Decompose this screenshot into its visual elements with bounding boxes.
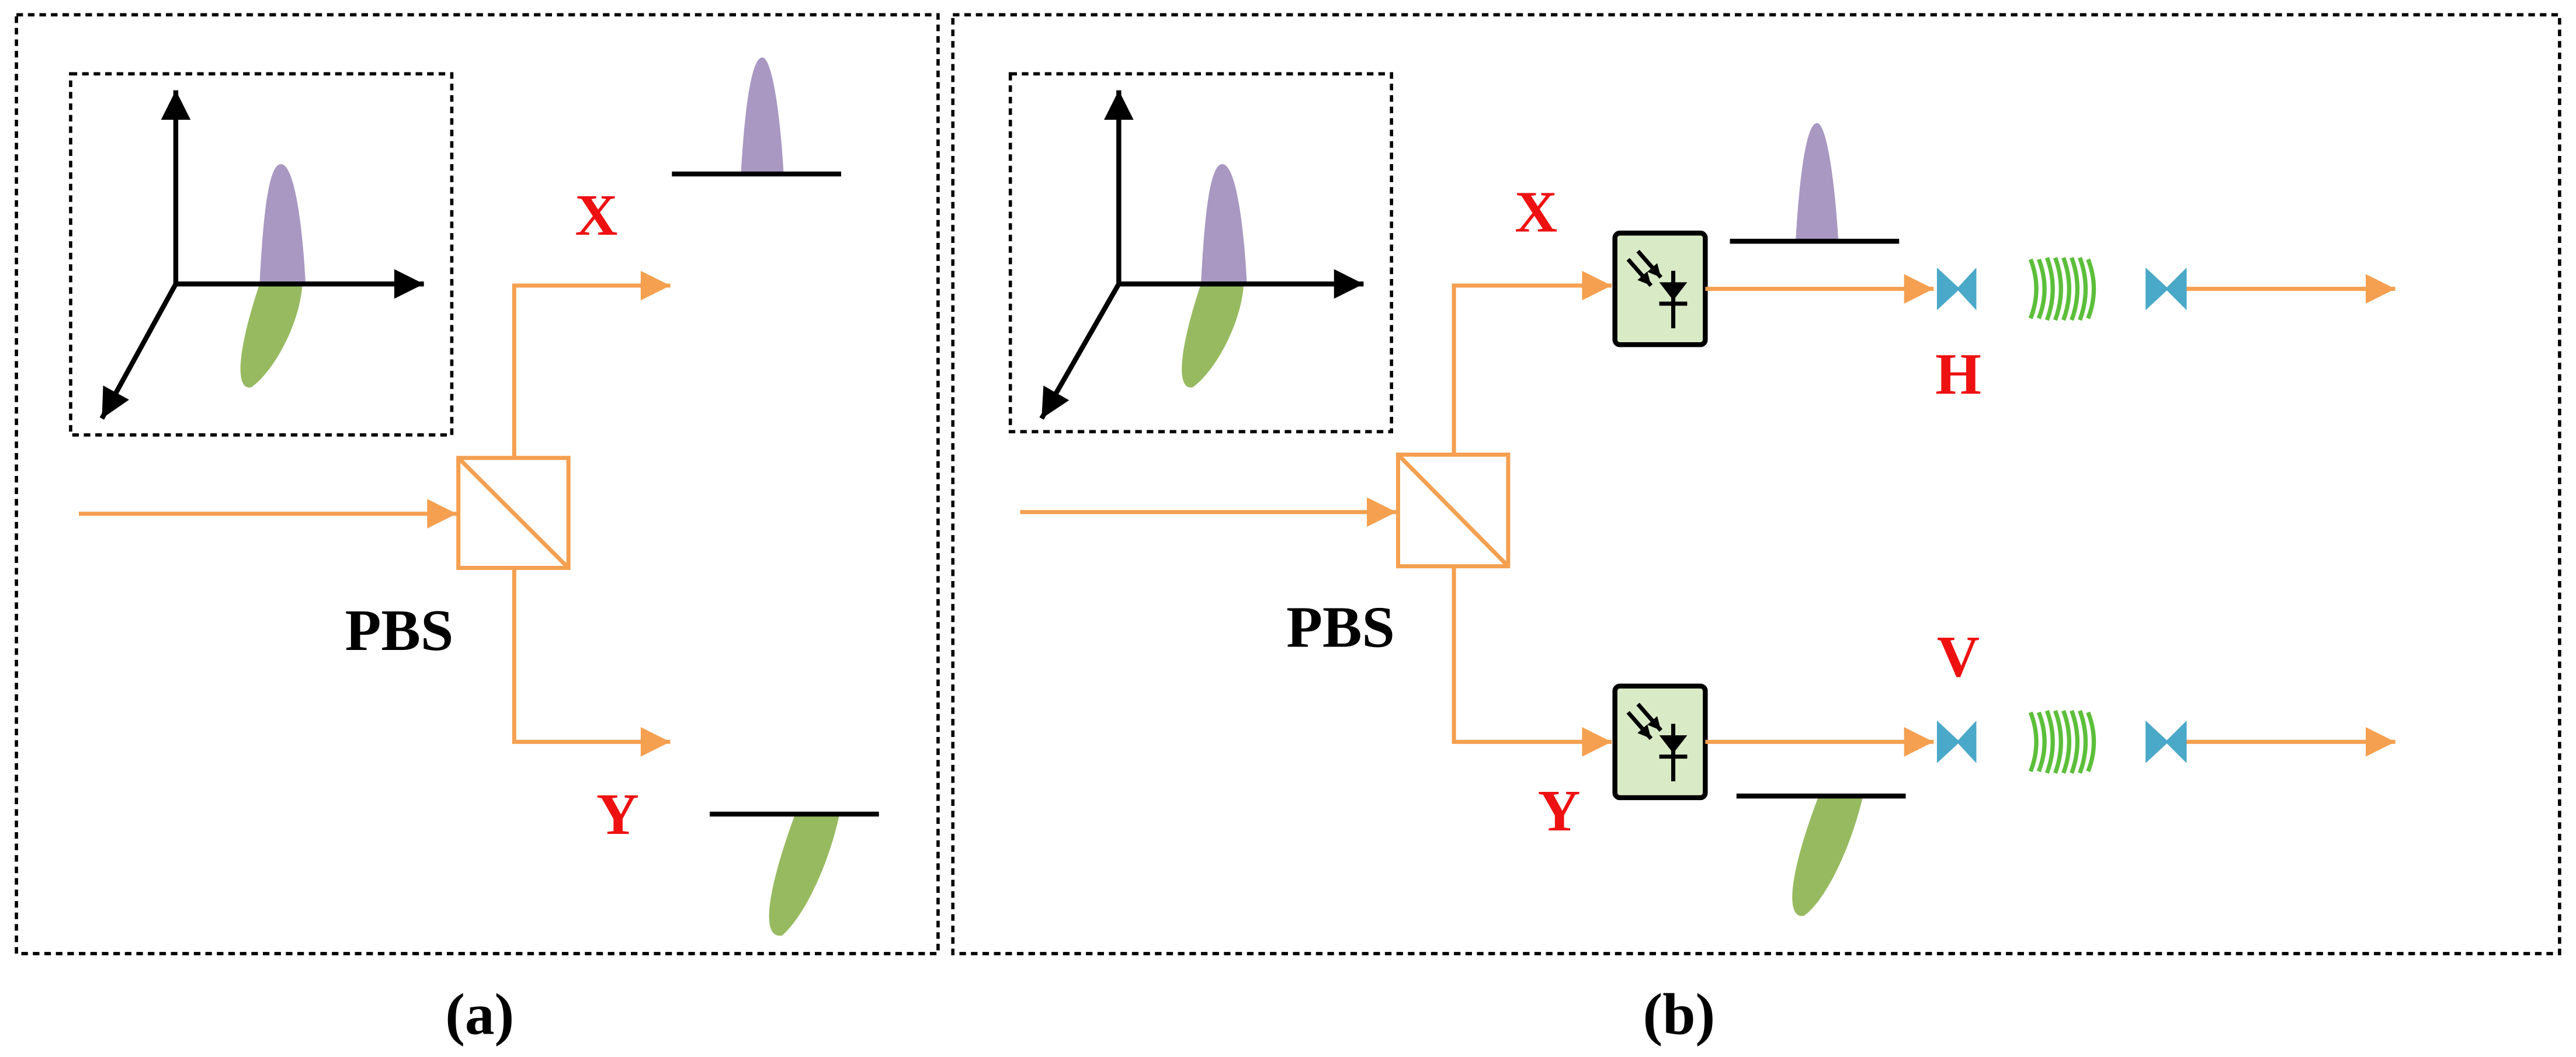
x-output-pulse: [741, 57, 784, 174]
panel-b: PBS X Y H V (b): [951, 13, 2561, 1047]
y-output-pulse: [1792, 796, 1863, 916]
pbs-label: PBS: [345, 597, 454, 663]
v-label: V: [1937, 624, 1980, 689]
terahertz-wave-icon: [2030, 711, 2094, 773]
beam-y-path: [1452, 566, 1612, 757]
bowtie-antenna-icon: [2145, 267, 2187, 311]
beam-x-path: [1452, 270, 1612, 455]
axis-diagonal: [1039, 283, 1121, 420]
terahertz-wave-icon: [2030, 258, 2094, 320]
bowtie-antenna-icon: [1936, 720, 1977, 763]
axis-diagonal: [99, 283, 178, 420]
bowtie-antenna-icon: [1936, 267, 1977, 311]
panel-a: PBS X Y (a): [15, 13, 940, 1047]
x-label: X: [1515, 179, 1557, 244]
panel-a-border: [15, 13, 940, 955]
inset-border: [69, 72, 454, 437]
inset-border: [1008, 72, 1393, 433]
purple-pulse-shape: [1200, 164, 1247, 284]
panel-a-polarization-inset: [69, 72, 454, 437]
beam-x-path: [512, 270, 671, 458]
h-label: H: [1935, 342, 1981, 407]
y-output-pulse: [769, 814, 840, 936]
y-label: Y: [596, 781, 639, 847]
panel-b-polarization-inset: [1008, 72, 1393, 433]
pbs-cube: [456, 456, 571, 570]
bowtie-antenna-icon: [2145, 720, 2187, 763]
beam-y-path: [512, 569, 671, 757]
green-pulse-shape: [240, 284, 303, 388]
x-label: X: [575, 182, 617, 248]
y-label: Y: [1538, 778, 1581, 843]
panel-a-caption: (a): [445, 982, 514, 1047]
pbs-cube: [1395, 453, 1511, 569]
panel-b-border: [951, 13, 2561, 955]
panel-b-caption: (b): [1643, 982, 1716, 1047]
green-pulse-shape: [1182, 284, 1244, 388]
purple-pulse-shape: [259, 164, 306, 284]
pbs-label: PBS: [1286, 594, 1395, 659]
x-output-pulse: [1796, 123, 1839, 242]
photodiode-icon: [1612, 230, 1708, 347]
photodiode-icon: [1612, 683, 1708, 801]
